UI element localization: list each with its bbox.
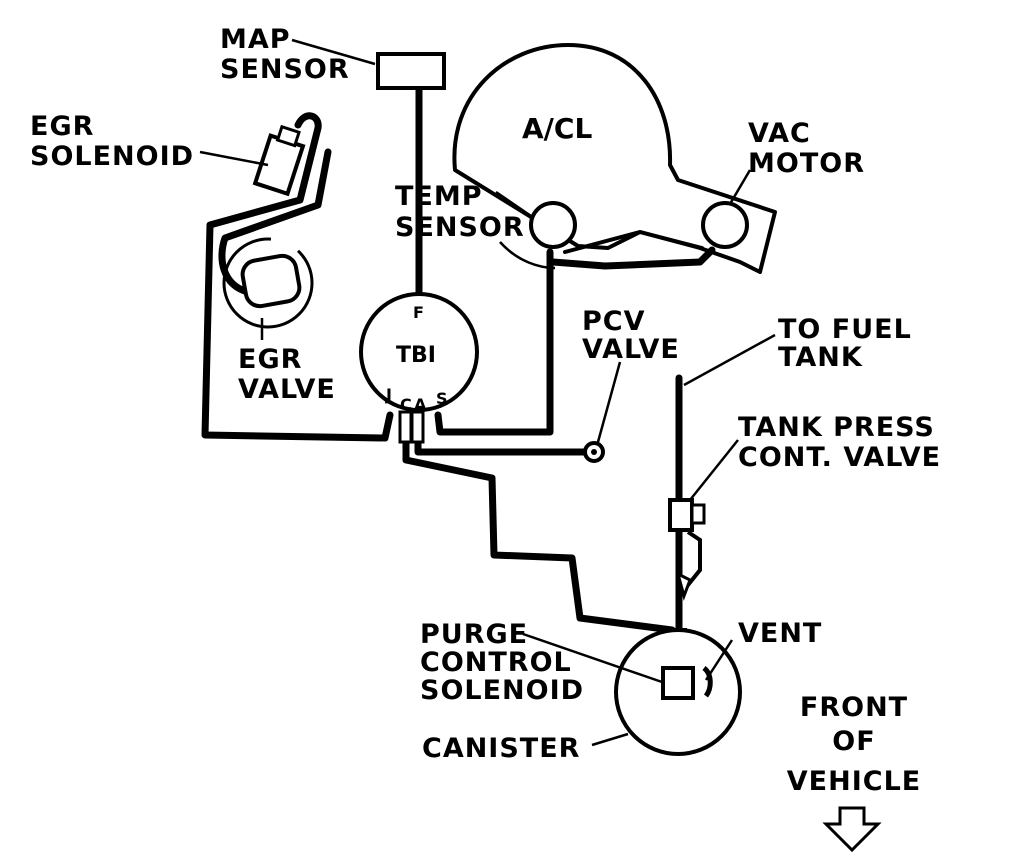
label-egr-solenoid-line2: SOLENOID bbox=[30, 141, 194, 172]
tank-press-valve-stem bbox=[682, 530, 702, 592]
label-vac-motor-line1: VAC bbox=[748, 118, 811, 149]
label-vent: VENT bbox=[738, 618, 822, 649]
leader-pcv-valve bbox=[596, 361, 622, 443]
label-tank-press-valve-line2: CONT. VALVE bbox=[738, 442, 941, 473]
label-egr-valve-line2: VALVE bbox=[238, 374, 336, 405]
temp-sensor-icon bbox=[529, 201, 577, 249]
map-sensor-box bbox=[376, 52, 446, 90]
label-air-cleaner: A/CL bbox=[522, 112, 592, 145]
label-pcv-valve-line1: PCV bbox=[582, 306, 646, 337]
label-canister: CANISTER bbox=[422, 733, 580, 764]
leader-vac-motor bbox=[728, 169, 752, 205]
leader-purge-solenoid bbox=[522, 632, 663, 684]
label-map-sensor-line1: MAP bbox=[220, 24, 291, 55]
label-tank-press-valve-line1: TANK PRESS bbox=[738, 412, 935, 443]
leader-to-fuel-tank bbox=[683, 333, 776, 387]
label-tbi: TBI bbox=[396, 343, 436, 368]
tank-press-valve-cap bbox=[690, 503, 706, 525]
front-arrow-icon bbox=[822, 806, 882, 853]
label-vac-motor-line2: MOTOR bbox=[748, 148, 865, 179]
leader-egr-solenoid bbox=[199, 150, 269, 167]
label-front-line1: FRONT bbox=[800, 692, 908, 723]
leader-tank-press-valve bbox=[689, 439, 739, 501]
tbi-unit bbox=[359, 292, 479, 412]
purge-control-solenoid-icon bbox=[661, 666, 695, 700]
label-tbi-port-f: F bbox=[413, 303, 424, 322]
label-temp-sensor-line2: SENSOR bbox=[395, 212, 525, 243]
label-tbi-port-c: C bbox=[400, 395, 412, 414]
hose-temp-to-vac-motor bbox=[549, 246, 716, 270]
hose-tbi-to-canister bbox=[402, 434, 680, 680]
pcv-valve-center bbox=[591, 449, 597, 455]
label-tbi-port-a: A bbox=[414, 395, 427, 414]
vac-motor-icon bbox=[701, 201, 749, 249]
vent-icon bbox=[702, 666, 713, 698]
label-egr-valve-line1: EGR bbox=[238, 344, 302, 375]
label-map-sensor-line2: SENSOR bbox=[220, 54, 350, 85]
label-temp-sensor-line1: TEMP bbox=[395, 181, 483, 212]
tbi-port-j bbox=[398, 410, 413, 444]
label-front-line2: OF bbox=[832, 726, 875, 757]
label-to-fuel-tank-line1: TO FUEL bbox=[778, 314, 912, 345]
hose-egr-solenoid-to-tbi bbox=[201, 112, 394, 442]
label-tbi-port-j: J bbox=[385, 385, 392, 404]
leader-temp-sensor bbox=[495, 190, 535, 220]
egr-valve-icon bbox=[222, 237, 314, 329]
tank-press-valve-body bbox=[668, 498, 694, 532]
leader-vent bbox=[704, 639, 734, 681]
label-to-fuel-tank-line2: TANK bbox=[778, 342, 863, 373]
tbi-port-c bbox=[410, 410, 425, 444]
leader-map-sensor bbox=[291, 38, 376, 66]
egr-solenoid-icon bbox=[252, 124, 306, 197]
tank-press-valve-tip bbox=[675, 571, 692, 601]
egr-valve-body bbox=[240, 253, 302, 309]
label-tbi-port-s: S bbox=[436, 389, 448, 408]
air-cleaner-outline bbox=[452, 43, 777, 274]
label-pcv-valve-line2: VALVE bbox=[582, 334, 680, 365]
leader-canister bbox=[591, 732, 629, 747]
label-purge-solenoid-line2: CONTROL bbox=[420, 647, 572, 678]
leader-temp-sensor-lower bbox=[499, 241, 556, 270]
hose-temp-to-vac-motor-upper bbox=[563, 230, 704, 254]
label-purge-solenoid-line1: PURGE bbox=[420, 619, 528, 650]
label-front-line3: VEHICLE bbox=[787, 766, 921, 797]
label-egr-solenoid-line1: EGR bbox=[30, 111, 94, 142]
label-purge-solenoid-line3: SOLENOID bbox=[420, 675, 584, 706]
hose-egr-solenoid-to-valve bbox=[218, 148, 332, 296]
hose-temp-sensor-to-tbi bbox=[434, 248, 554, 436]
